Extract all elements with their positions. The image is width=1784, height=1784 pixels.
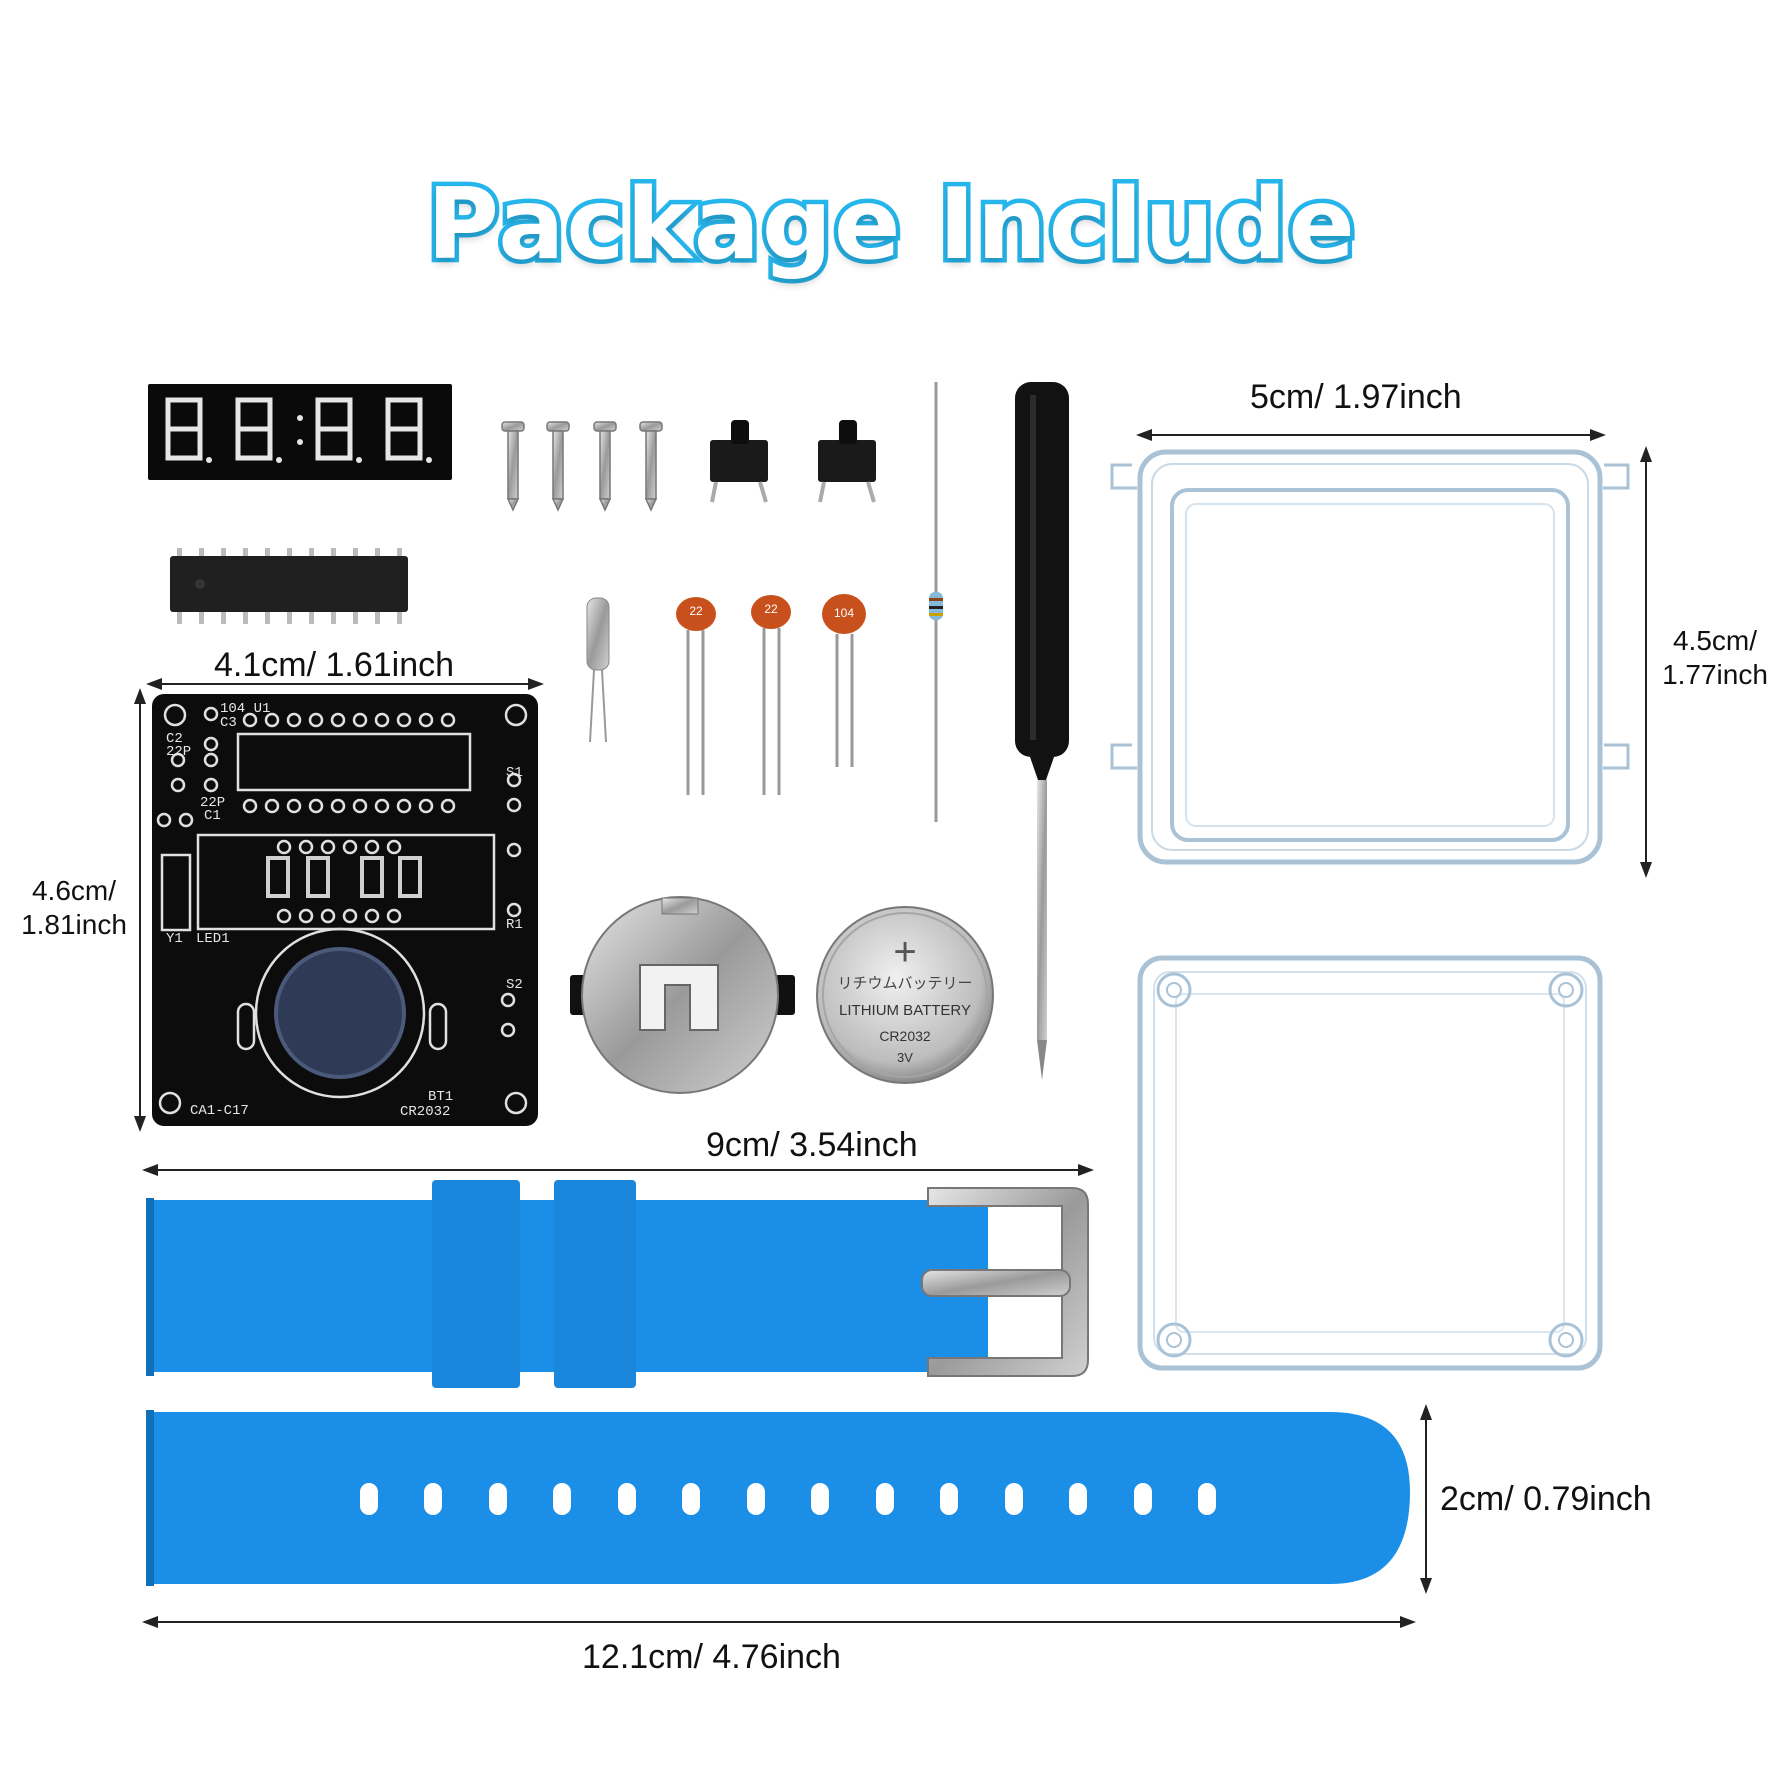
pcb-label-c2: C2 xyxy=(166,731,183,747)
capacitor-label-1: 22 xyxy=(689,604,703,618)
page-title: Package Include xyxy=(423,164,1360,287)
strap-hole-length-label: 12.1cm/ 4.76inch xyxy=(582,1638,841,1676)
coin-cell-battery xyxy=(816,906,994,1084)
push-buttons xyxy=(710,420,876,503)
case-height-label-1: 4.5cm/ xyxy=(1672,625,1758,656)
pcb-label-c3: C3 xyxy=(220,715,237,731)
pcb-label-y1: Y1 xyxy=(166,931,183,947)
screws xyxy=(501,421,663,512)
pcb-silkscreen-labels: 104 U1 C3 C2 22P 22P C1 S1 R1 S2 Y1 LED1… xyxy=(166,701,523,1120)
battery-plus-sign: + xyxy=(893,930,917,974)
pcb-label-bt1: BT1 xyxy=(428,1089,453,1105)
led-display-module xyxy=(148,384,452,480)
strap-buckle-length-label: 9cm/ 3.54inch xyxy=(706,1126,918,1164)
strap-hole-piece xyxy=(146,1410,1410,1586)
crystal-oscillator xyxy=(586,597,610,743)
resistor xyxy=(929,382,943,822)
watch-back-plate xyxy=(1137,955,1603,1371)
pcb-label-c1-value: 22P xyxy=(200,795,225,811)
pcb-label-u1: 104 U1 xyxy=(220,701,270,717)
capacitor-label-3: 104 xyxy=(833,606,855,620)
pcb-height-label-1: 4.6cm/ xyxy=(31,875,117,906)
pcb-label-cr2032: CR2032 xyxy=(400,1104,450,1120)
dimension-arrows xyxy=(134,429,1652,1628)
capacitor-label-2: 22 xyxy=(764,602,778,616)
strap-width-label: 2cm/ 0.79inch xyxy=(1440,1480,1652,1518)
battery-jp-text: リチウムバッテリー xyxy=(837,975,973,992)
pcb-label-led1: LED1 xyxy=(196,931,230,947)
ic-chip xyxy=(170,548,408,624)
screwdriver xyxy=(1015,382,1069,1080)
pcb-label-c2-value: 22P xyxy=(166,744,191,760)
pcb-board xyxy=(152,694,538,1126)
pcb-width-label: 4.1cm/ 1.61inch xyxy=(214,646,455,684)
battery-voltage-text: 3V xyxy=(897,1050,913,1065)
watch-case-frame xyxy=(1110,449,1630,865)
battery-holder xyxy=(570,896,795,1094)
case-width-label: 5cm/ 1.97inch xyxy=(1250,378,1462,416)
pcb-label-model: CA1-C17 xyxy=(190,1103,249,1119)
battery-type-text: LITHIUM BATTERY xyxy=(839,1002,971,1019)
pcb-height-label-2: 1.81inch xyxy=(21,909,127,940)
strap-buckle-piece xyxy=(146,1180,1089,1388)
case-height-label-2: 1.77inch xyxy=(1662,659,1768,690)
pcb-label-s1: S1 xyxy=(506,765,523,781)
pcb-label-r1: R1 xyxy=(506,917,523,933)
pcb-label-s2: S2 xyxy=(506,977,523,993)
capacitors xyxy=(676,594,866,795)
battery-model-text: CR2032 xyxy=(879,1028,931,1044)
pcb-label-c1: C1 xyxy=(204,808,221,824)
